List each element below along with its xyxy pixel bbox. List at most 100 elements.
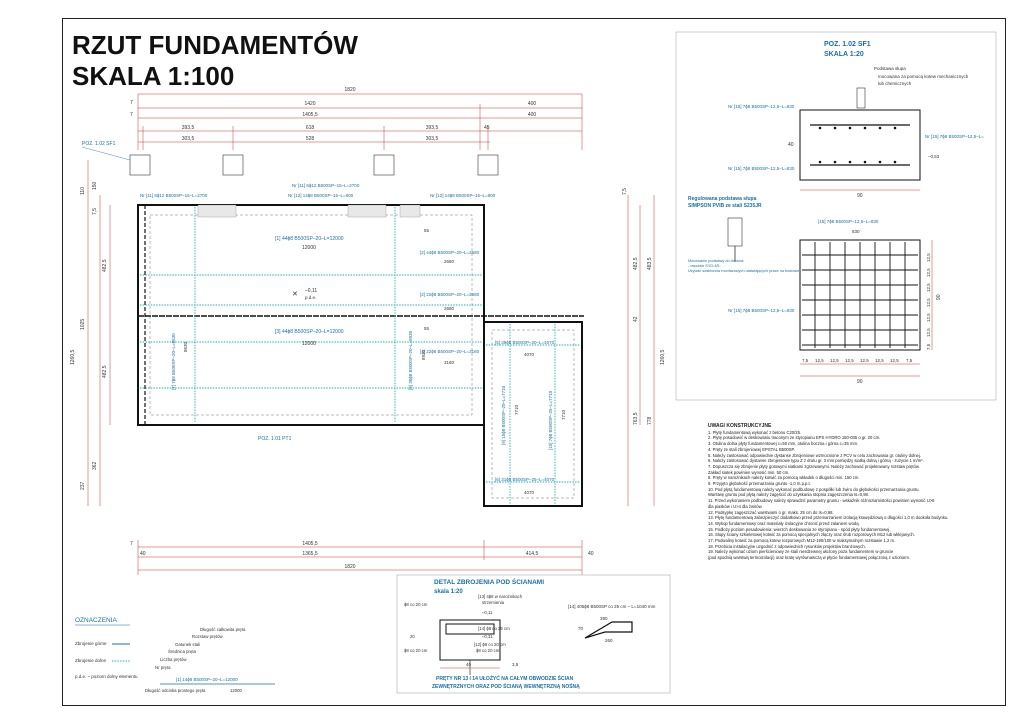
note-line: 8. Pręty w narożnikach należy kotwić za … (708, 475, 860, 481)
sf1-note-3: lub chemicznych (878, 81, 912, 86)
dim-393-5-b: 393,5 (426, 125, 439, 131)
slab-outline-annex (483, 321, 583, 507)
sf1-right-dim-2: 12,5 (926, 268, 931, 277)
sf1-bottom-dim-1: 7,5 (802, 358, 809, 363)
wall-spacing-d: [12] ɸ8 co 20 cm (474, 642, 506, 647)
bar-5-length: 4070 (524, 352, 535, 357)
bar-7-label: [7] 7ɸ8 B500SP–20–L=8630 (171, 333, 176, 390)
bar-12-label-b: Nr [12] 14ɸ8 B500SP–15–L=800 (430, 193, 496, 198)
bar-6-label: [6] 31ɸ8 B500SP–25–L=4070 (495, 477, 555, 482)
dim-bottom-1405-5: 1405,5 (302, 541, 318, 547)
simpson-title-2: SIMPSON PVIB ze stali S235JR (688, 203, 762, 209)
wall-bar-14: [14] 405ɸ8 B500SP co 25 cm – L=1040 mm (568, 604, 656, 609)
dim-left-7-5: 7,5 (92, 208, 98, 215)
bar-1-length: 12000 (302, 245, 316, 251)
detail-wall-reinforcement: DETAL ZBROJENIA POD ŚCIANAMI skala 1:20 … (396, 574, 671, 694)
slab-outline-main (137, 204, 485, 426)
sf1-scale: SKALA 1:20 (824, 51, 864, 58)
legend-sample-count: Liczba prętów (160, 657, 187, 662)
note-line: 15. Podłoży poziom posadowienia: wierzch… (708, 526, 891, 532)
wall-level-a: –0,11 (482, 610, 493, 615)
dim-right-483-5: 483,5 (647, 257, 653, 270)
note-line: 6. Należy zastosować dystanse zbrojeniow… (708, 458, 924, 464)
note-line: 3. Otulina dolna płyty fundamentowej c=5… (708, 441, 859, 447)
dim-7-a: 7 (130, 100, 133, 106)
simpson-title-1: Regulowana podstawa słupa (688, 196, 757, 202)
wall-footer-2: ZEWNĘTRZNYCH ORAZ POD ŚCIANĄ WEWNĘTRZNĄ … (432, 683, 580, 690)
legend: OZNACZENIA Zbrojenie górne Zbrojenie dol… (75, 617, 275, 693)
bar-11-label-a: Nr [11] 6ɸ12 B500SP–15–L=2700 (140, 193, 208, 198)
bar-3-label: [3] 44ɸ8 B500SP–20–L=12000 (275, 329, 344, 335)
wall-note-13: [13] 4ɸ8 w narożnikach (478, 594, 523, 599)
note-line: 4. Pręty ze stali zbrojeniowej EPSTAL B5… (708, 446, 795, 452)
dim-528: 528 (306, 136, 315, 142)
wall-spacing-b: ɸ8 co 20 cm (404, 648, 428, 653)
dim-618: 618 (306, 125, 315, 131)
bar-14-shape-icon (584, 621, 633, 639)
sf1-bar-15-e: Nr [15] 7ɸ8 B500SP–12,5–L=830 (728, 308, 795, 313)
wall-note-13-b: strzemienia (482, 600, 505, 605)
wall-footer-1: PRĘTY NR 13 I 14 UŁOŻYĆ NA CAŁYM OBWODZI… (436, 674, 574, 682)
bar-1-label: [1] 44ɸ8 B500SP–20–L=12000 (275, 236, 344, 242)
dim-1420: 1420 (304, 101, 315, 107)
sf1-bar-15-d-length: 830 (852, 229, 860, 234)
legend-top-reinf: Zbrojenie górne (75, 641, 107, 646)
bar-6-length: 4070 (524, 490, 535, 495)
drawing-frame (62, 18, 1006, 706)
note-line: 17. Podwaliny kotwić za pomocą kotew roz… (708, 538, 896, 544)
note-line: 9. Przyjęto głębokość przemarzania grunt… (708, 481, 811, 487)
note-line: 10. Pod płytą fundamentową należy wykona… (708, 486, 920, 492)
bar-8-length: 8930 (421, 349, 426, 360)
bar-5-label: [5] 39ɸ8 B500SP–20–L=4070 (495, 340, 555, 345)
note-line: 2. Płytę posadowić w deskowaniu traconym… (708, 435, 881, 441)
legend-sample-nr: Nr pręta (155, 665, 171, 670)
dim-1405-5: 1405,5 (302, 112, 318, 118)
sf1-right-dim-7: 7,5 (926, 343, 931, 350)
wall-spacing-a: ɸ8 co 20 cm (404, 602, 428, 607)
pos-sf1-label: POZ. 1.02 SF1 (82, 141, 116, 147)
sf1-bottom-dim-5: 12,5 (860, 358, 869, 363)
note-line: Zakład siatek powinien wynosić min. 50 c… (708, 469, 790, 475)
dim-303-5-a: 303,5 (182, 136, 195, 142)
sf1-right-dim-5: 12,5 (926, 313, 931, 322)
notes-heading: UWAGI KONSTRUKCYJNE (708, 423, 772, 429)
bar-12-label-a: Nr [12] 14ɸ8 B500SP–15–L=800 (288, 193, 354, 198)
level-sub: p.d.e. (305, 295, 316, 300)
sf1-dim-90: 90 (857, 193, 863, 199)
note-line: 1. Płytę fundamentową wykonać z betonu C… (708, 429, 802, 435)
bar-9-length: 7710 (514, 404, 519, 415)
sf1-right-dim-3: 12,5 (926, 283, 931, 292)
bar-11-label-b: Nr [11] 6ɸ12 B500SP–15–L=2700 (292, 183, 360, 188)
dim-right-763-5: 763,5 (633, 412, 639, 425)
dim-left-482-5-a: 482,5 (102, 259, 108, 272)
wall-dim-3-5: 3,5 (512, 662, 519, 667)
dim-right-482-5: 482,5 (633, 257, 639, 270)
sf1-right-dim-6: 12,5 (926, 328, 931, 337)
sf1-bottom-dim-8: 7,5 (906, 358, 913, 363)
bar-2a-label: [2] 44ɸ8 B500SP–20–L=2680 (420, 250, 480, 255)
note-line: (pod spodnią warstwą termoizolacji) oraz… (708, 555, 911, 561)
note-line: dla piasków i U>4 dla żwirów. (708, 503, 763, 509)
sf1-bar-15-c: Nr [15] 7ɸ8 B500SP–12,5–L=830 (728, 166, 795, 171)
note-line: 12. Podsypkę zagęszczać warstwami o gr. … (708, 509, 834, 515)
bar-10-label: [10] 7ɸ8 B500SP–25–L=7710 (548, 390, 553, 450)
dim-bottom-414-5: 414,5 (526, 551, 539, 557)
note-line: Warstwę gruntu pod płytą należy zagęścić… (708, 492, 870, 498)
sf1-note-1: Podstawa słupa (874, 66, 906, 71)
wall-dim-70: 70 (578, 626, 584, 631)
wall-detail-title: DETAL ZBROJENIA POD ŚCIANAMI (434, 577, 544, 586)
wall-dim-390: 390 (600, 616, 608, 621)
dim-left-1025: 1025 (80, 319, 86, 330)
dim-1820-top: 1820 (344, 87, 355, 93)
legend-pde: p.d.e. – poziom dolny elementu (75, 674, 138, 679)
note-line: 7. Dopuszcza się zbrojenie płyty gotowym… (708, 463, 920, 469)
legend-sample-total-length: Długość całkowita pręta (200, 627, 246, 632)
sf1-dim-40: 40 (788, 142, 794, 148)
legend-bottom-reinf: Zbrojenie dolne (75, 658, 107, 663)
level-mark: –0,11 (305, 288, 317, 294)
dim-right-7-5: 7,5 (622, 188, 628, 195)
legend-title: OZNACZENIA (75, 617, 118, 624)
legend-sample-spacing: Rozstaw prętów (192, 634, 223, 639)
dim-55-a: 55 (424, 228, 430, 233)
note-line: 5. Należy zastosować odpowiednie dystans… (708, 452, 921, 458)
